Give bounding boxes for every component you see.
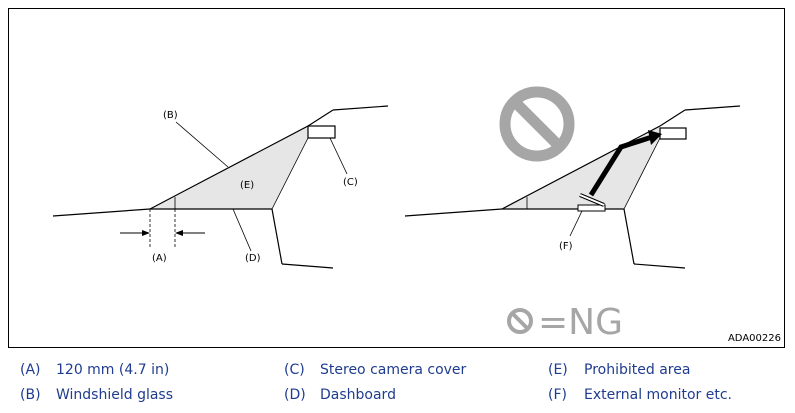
label-d: (D) <box>245 253 261 264</box>
roof-line <box>307 109 334 127</box>
dimension-a-arrowhead-left <box>142 230 150 236</box>
legend-key-c: (C) <box>284 362 305 378</box>
legend-text-d: Dashboard <box>320 387 396 403</box>
legend-key-b: (B) <box>20 387 41 403</box>
diagram-svg: (B) (C) (E) (D) (A) (F) <box>52 86 741 343</box>
hood-line-right <box>404 208 503 217</box>
diagram-frame <box>8 8 785 348</box>
legend-text-e: Prohibited area <box>584 362 691 378</box>
ng-text: =NG <box>538 302 623 343</box>
legend: (A) 120 mm (4.7 in) (B) Windshield glass (… <box>0 358 795 413</box>
label-c: (C) <box>343 177 358 188</box>
prohibited-area-right <box>502 126 660 209</box>
dimension-a-arrowhead-right <box>175 230 183 236</box>
legend-item-e: (E) Prohibited area <box>548 362 690 378</box>
legend-item-d: (D) Dashboard <box>284 387 396 403</box>
stereo-camera-cover-c <box>307 125 336 139</box>
label-f: (F) <box>559 241 573 252</box>
prohibited-boundary-line-right <box>623 137 661 210</box>
monitor-stand-inner <box>579 194 605 206</box>
leader-c <box>329 137 348 175</box>
dashboard-bottom-line-right <box>633 263 686 269</box>
legend-item-f: (F) External monitor etc. <box>548 387 732 403</box>
legend-item-b: (B) Windshield glass <box>20 387 173 403</box>
ng-prohibition-icon <box>507 308 533 334</box>
legend-key-f: (F) <box>548 387 567 403</box>
legend-text-c: Stereo camera cover <box>320 362 467 378</box>
sightline-arrowhead <box>648 130 662 145</box>
external-monitor-f <box>577 204 606 212</box>
prohibited-area-e <box>150 126 308 209</box>
leader-d <box>232 208 252 252</box>
legend-key-d: (D) <box>284 387 306 403</box>
legend-key-e: (E) <box>548 362 568 378</box>
legend-key-a: (A) <box>20 362 41 378</box>
legend-text-a: 120 mm (4.7 in) <box>56 362 170 378</box>
leader-b <box>175 121 229 168</box>
stereo-camera-cover-right <box>659 127 687 140</box>
dashboard-front-line-right <box>623 208 635 265</box>
roof-line-right-2 <box>684 105 741 111</box>
roof-line-right <box>659 109 686 127</box>
dashboard-front-line <box>271 208 283 265</box>
label-e: (E) <box>240 180 254 191</box>
right-figure: (F) =NG <box>404 86 741 343</box>
legend-text-b: Windshield glass <box>56 387 174 403</box>
prohibited-boundary-line <box>271 137 309 210</box>
dashboard-bottom-line <box>281 263 334 269</box>
windshield-line-right <box>501 125 661 210</box>
left-figure: (B) (C) (E) (D) (A) <box>52 105 389 269</box>
prohibition-icon <box>499 86 575 162</box>
hood-line <box>52 208 151 217</box>
legend-item-a: (A) 120 mm (4.7 in) <box>20 362 169 378</box>
legend-text-f: External monitor etc. <box>584 387 733 403</box>
sightline-arrow <box>588 134 653 197</box>
legend-item-c: (C) Stereo camera cover <box>284 362 466 378</box>
leader-f <box>569 210 583 237</box>
label-b: (B) <box>163 110 178 121</box>
label-a: (A) <box>152 253 167 264</box>
windshield-line <box>149 125 309 210</box>
figure-code: ADA00226 <box>727 333 781 344</box>
roof-line-2 <box>332 105 389 111</box>
